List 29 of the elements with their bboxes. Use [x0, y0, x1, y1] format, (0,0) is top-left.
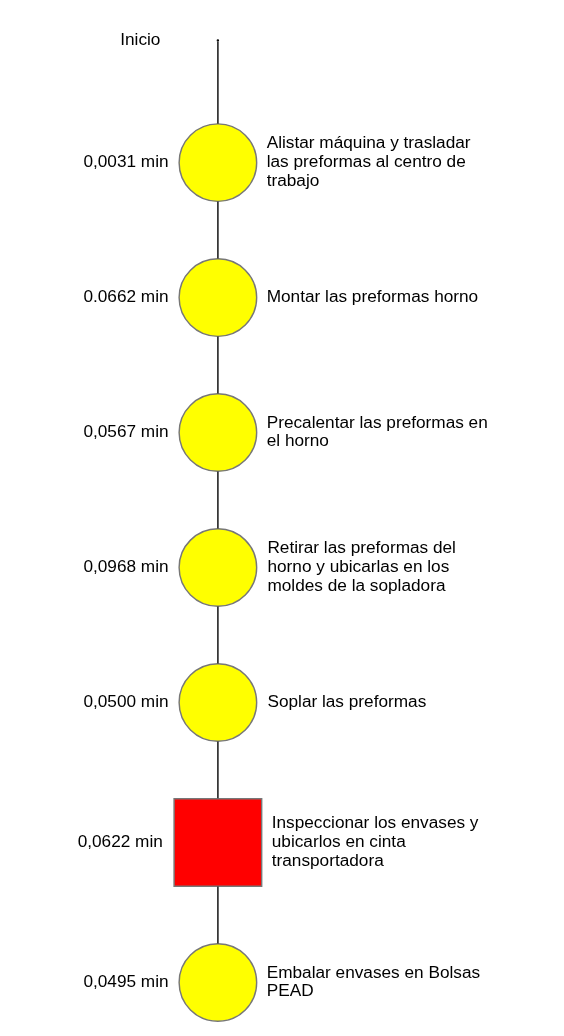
node-label: Alistar máquina y trasladar las preformas al centro de trabajo — [266, 132, 471, 190]
node-circle — [177, 943, 257, 1022]
node-label: Precalentar las preformas en el horno — [266, 411, 488, 451]
connector — [216, 470, 219, 530]
node-box — [172, 798, 262, 887]
node-label: 0,0031 min — [82, 151, 169, 172]
node-label: Soplar las preformas — [266, 690, 426, 711]
node-label: 0,0622 min — [77, 830, 163, 851]
node-circle — [177, 663, 257, 742]
node-circle — [177, 528, 257, 607]
node-label: Embalar envases en Bolsas PEAD — [266, 961, 480, 1001]
node-circle — [177, 258, 257, 338]
node-label: Montar las preformas horno — [266, 286, 478, 307]
connector — [216, 41, 219, 125]
node-label: Inspeccionar los envases y ubicarlos en cinta transportadora — [271, 812, 478, 870]
connector — [216, 335, 219, 395]
connector — [216, 740, 219, 800]
connector — [216, 885, 219, 945]
node-circle — [177, 123, 257, 203]
node-label: 0.0662 min — [82, 286, 169, 307]
node-label: 0,0567 min — [82, 421, 169, 442]
node-circle — [177, 393, 257, 473]
connector — [216, 200, 219, 260]
node-label: 0,0495 min — [82, 970, 169, 991]
connector — [216, 605, 219, 665]
node-label: 0,0500 min — [82, 690, 169, 711]
label: Inicio — [119, 29, 160, 50]
node-label: Retirar las preformas del horno y ubicarlas en los moldes de la sopladora — [266, 537, 456, 595]
node-label: 0,0968 min — [82, 555, 169, 576]
